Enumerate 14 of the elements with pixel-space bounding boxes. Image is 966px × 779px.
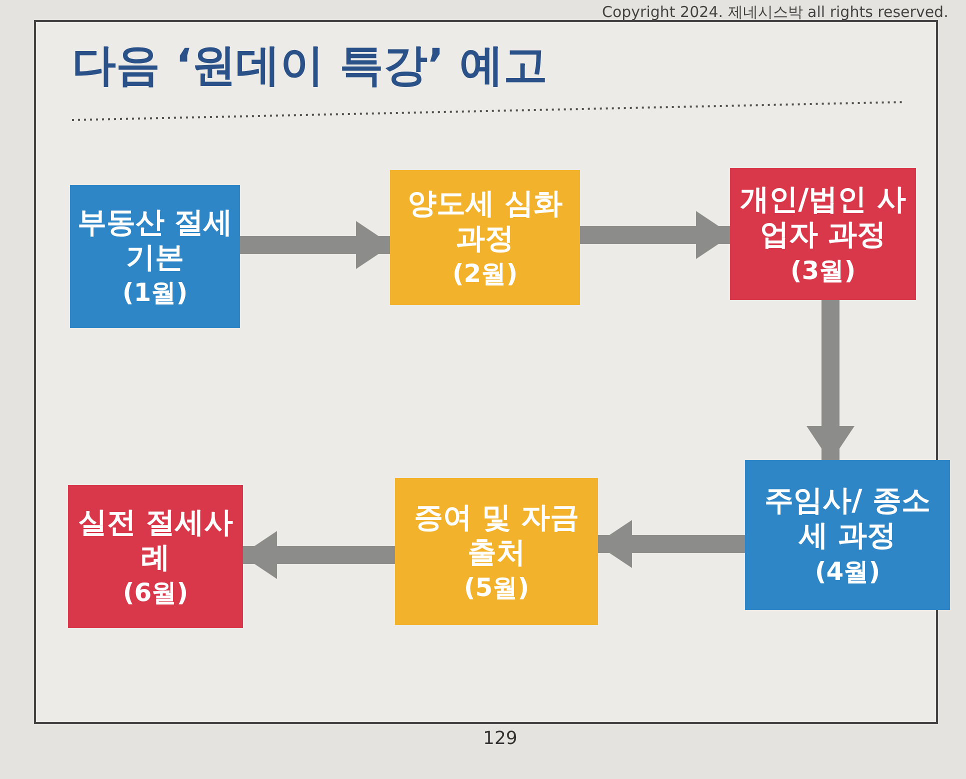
course-box: 실전 절세사례 (6월) bbox=[68, 485, 243, 628]
copyright-notice: Copyright 2024. 제네시스박 all rights reserved. bbox=[602, 3, 948, 22]
arrow bbox=[580, 211, 732, 259]
course-box: 개인/법인 사업자 과정 (3월) bbox=[730, 168, 916, 300]
arrow bbox=[596, 520, 745, 568]
course-box: 양도세 심화 과정 (2월) bbox=[390, 170, 580, 305]
course-box: 주임사/ 종소세 과정 (4월) bbox=[745, 460, 950, 610]
arrow bbox=[806, 300, 854, 462]
arrow bbox=[240, 221, 392, 269]
title: 다음 ‘원데이 특강’ 예고 bbox=[72, 39, 548, 93]
arrow bbox=[241, 531, 395, 579]
course-box: 증여 및 자금출처 (5월) bbox=[395, 478, 598, 625]
course-box: 부동산 절세 기본 (1월) bbox=[70, 185, 240, 328]
page-number: 129 bbox=[483, 728, 518, 749]
